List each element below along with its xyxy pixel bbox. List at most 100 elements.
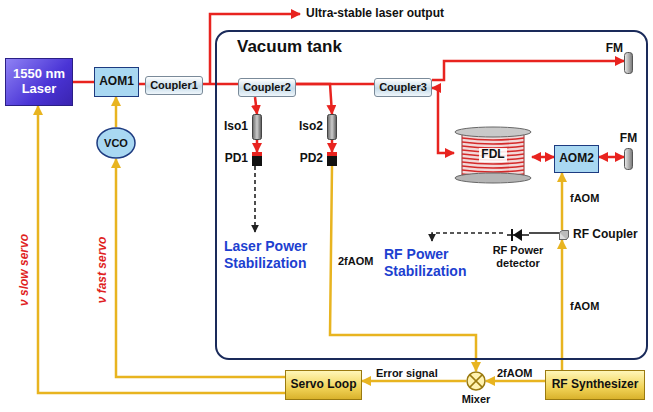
fiber-delay-line: FDL bbox=[454, 126, 532, 184]
isolator-shape bbox=[252, 114, 262, 140]
optical-fiber bbox=[255, 97, 257, 114]
mixer-symbol-shape bbox=[466, 371, 486, 391]
optical-fiber bbox=[331, 140, 334, 152]
mixer-circle bbox=[467, 372, 485, 390]
optical-fiber bbox=[432, 61, 624, 80]
rf-coupler-shape bbox=[559, 230, 569, 240]
edge-label: ν fast servo bbox=[95, 235, 109, 306]
node-label: FDL bbox=[479, 148, 506, 162]
node-label: RF Synthesizer bbox=[552, 378, 639, 392]
signal-wire bbox=[561, 173, 564, 230]
node-label: Servo Loop bbox=[290, 378, 356, 392]
optical-fiber bbox=[203, 83, 238, 86]
isolator-body bbox=[253, 115, 262, 140]
mirror-body bbox=[625, 53, 633, 74]
signal-wire bbox=[529, 232, 559, 234]
servo-box: Servo Loop bbox=[285, 370, 362, 400]
mixer-cross bbox=[470, 375, 483, 388]
fiber-coupler: Coupler2 bbox=[238, 78, 296, 97]
optical-fiber bbox=[256, 140, 259, 152]
faraday-mirror: FM bbox=[624, 148, 633, 170]
optical-fiber bbox=[296, 84, 332, 114]
photodetector: PD2 bbox=[327, 152, 337, 166]
fiber-coupler: Coupler3 bbox=[374, 78, 432, 97]
optical-fiber bbox=[599, 156, 624, 159]
edge-label: 2fAOM bbox=[495, 367, 534, 379]
vco-outline bbox=[97, 128, 135, 158]
node-label: 1550 nm Laser bbox=[6, 67, 72, 97]
node-label: PD2 bbox=[300, 152, 323, 166]
node-label: VCO bbox=[104, 137, 128, 150]
node-label: Iso1 bbox=[224, 120, 248, 134]
diode-bar bbox=[511, 229, 513, 241]
edge-label: Error signal bbox=[374, 367, 440, 379]
faraday-mirror-shape bbox=[624, 52, 633, 74]
fiber-winding bbox=[462, 162, 524, 164]
diode-triangle bbox=[513, 229, 522, 241]
fiber-winding bbox=[462, 166, 524, 168]
optical-fiber bbox=[432, 88, 454, 153]
photodetector-shape bbox=[327, 152, 337, 166]
edge-label: fAOM bbox=[568, 192, 601, 204]
cube-edge bbox=[560, 231, 569, 240]
node-label: Vacuum tank bbox=[237, 37, 342, 57]
faraday-mirror: FM bbox=[624, 52, 633, 74]
edge-label: ν slow servo bbox=[17, 232, 31, 308]
spool-flange bbox=[455, 173, 531, 183]
vco-circle: VCO bbox=[96, 127, 136, 159]
rf-power-detector-shape bbox=[507, 228, 529, 242]
optical-fiber bbox=[73, 81, 94, 84]
dashed-arrow bbox=[432, 233, 503, 241]
rf-power-detector: RF Power detector bbox=[507, 228, 529, 242]
isolator-shape bbox=[327, 114, 337, 140]
photodetector-shape bbox=[252, 152, 262, 166]
aom-box: AOM1 bbox=[94, 67, 139, 97]
node-label: Coupler3 bbox=[379, 81, 427, 94]
stabilization-label: RF Power Stabilization bbox=[384, 246, 480, 280]
edge-label: fAOM bbox=[568, 300, 601, 312]
pd-body bbox=[252, 156, 262, 166]
node-label: Mixer bbox=[440, 393, 512, 406]
node-label: AOM2 bbox=[559, 152, 594, 166]
node-label: AOM1 bbox=[99, 75, 134, 89]
aom-box: AOM2 bbox=[554, 145, 599, 173]
fiber-coupler: Coupler1 bbox=[145, 76, 203, 95]
node-label: Coupler1 bbox=[150, 79, 198, 92]
node-label: PD1 bbox=[225, 152, 248, 166]
node-label: FM bbox=[606, 42, 623, 56]
stabilization-label: Laser Power Stabilization bbox=[224, 238, 320, 272]
node-label: Coupler2 bbox=[243, 81, 291, 94]
faraday-mirror-shape bbox=[624, 148, 633, 170]
fiber-winding bbox=[462, 142, 524, 144]
mixer-symbol: Mixer bbox=[466, 371, 486, 391]
laser-box: 1550 nm Laser bbox=[5, 58, 73, 106]
pd-window bbox=[327, 152, 337, 156]
node-label: Iso2 bbox=[299, 120, 323, 134]
isolator-body bbox=[328, 115, 337, 140]
fiber-winding bbox=[462, 138, 524, 140]
isolator: Iso1 bbox=[252, 114, 262, 140]
mirror-body bbox=[625, 149, 633, 170]
signal-wire bbox=[362, 380, 466, 383]
synthesizer-box: RF Synthesizer bbox=[545, 370, 645, 400]
pd-window bbox=[252, 152, 262, 156]
rf-coupler: RF Coupler bbox=[559, 230, 569, 240]
node-label: FM bbox=[620, 132, 637, 146]
output-label: Ultra-stable laser output bbox=[306, 6, 444, 20]
fiber-winding bbox=[462, 170, 524, 172]
node-label: RF Coupler bbox=[573, 228, 638, 242]
node-label: RF Power detector bbox=[482, 244, 554, 269]
pd-body bbox=[327, 156, 337, 166]
signal-wire bbox=[561, 240, 564, 370]
photodetector: PD1 bbox=[252, 152, 262, 166]
optical-fiber bbox=[532, 156, 554, 159]
signal-wire bbox=[115, 97, 118, 127]
signal-wire bbox=[486, 380, 545, 383]
isolator: Iso2 bbox=[327, 114, 337, 140]
spool-flange bbox=[455, 127, 531, 137]
dashed-arrow bbox=[254, 166, 256, 232]
spool-body bbox=[462, 134, 524, 176]
